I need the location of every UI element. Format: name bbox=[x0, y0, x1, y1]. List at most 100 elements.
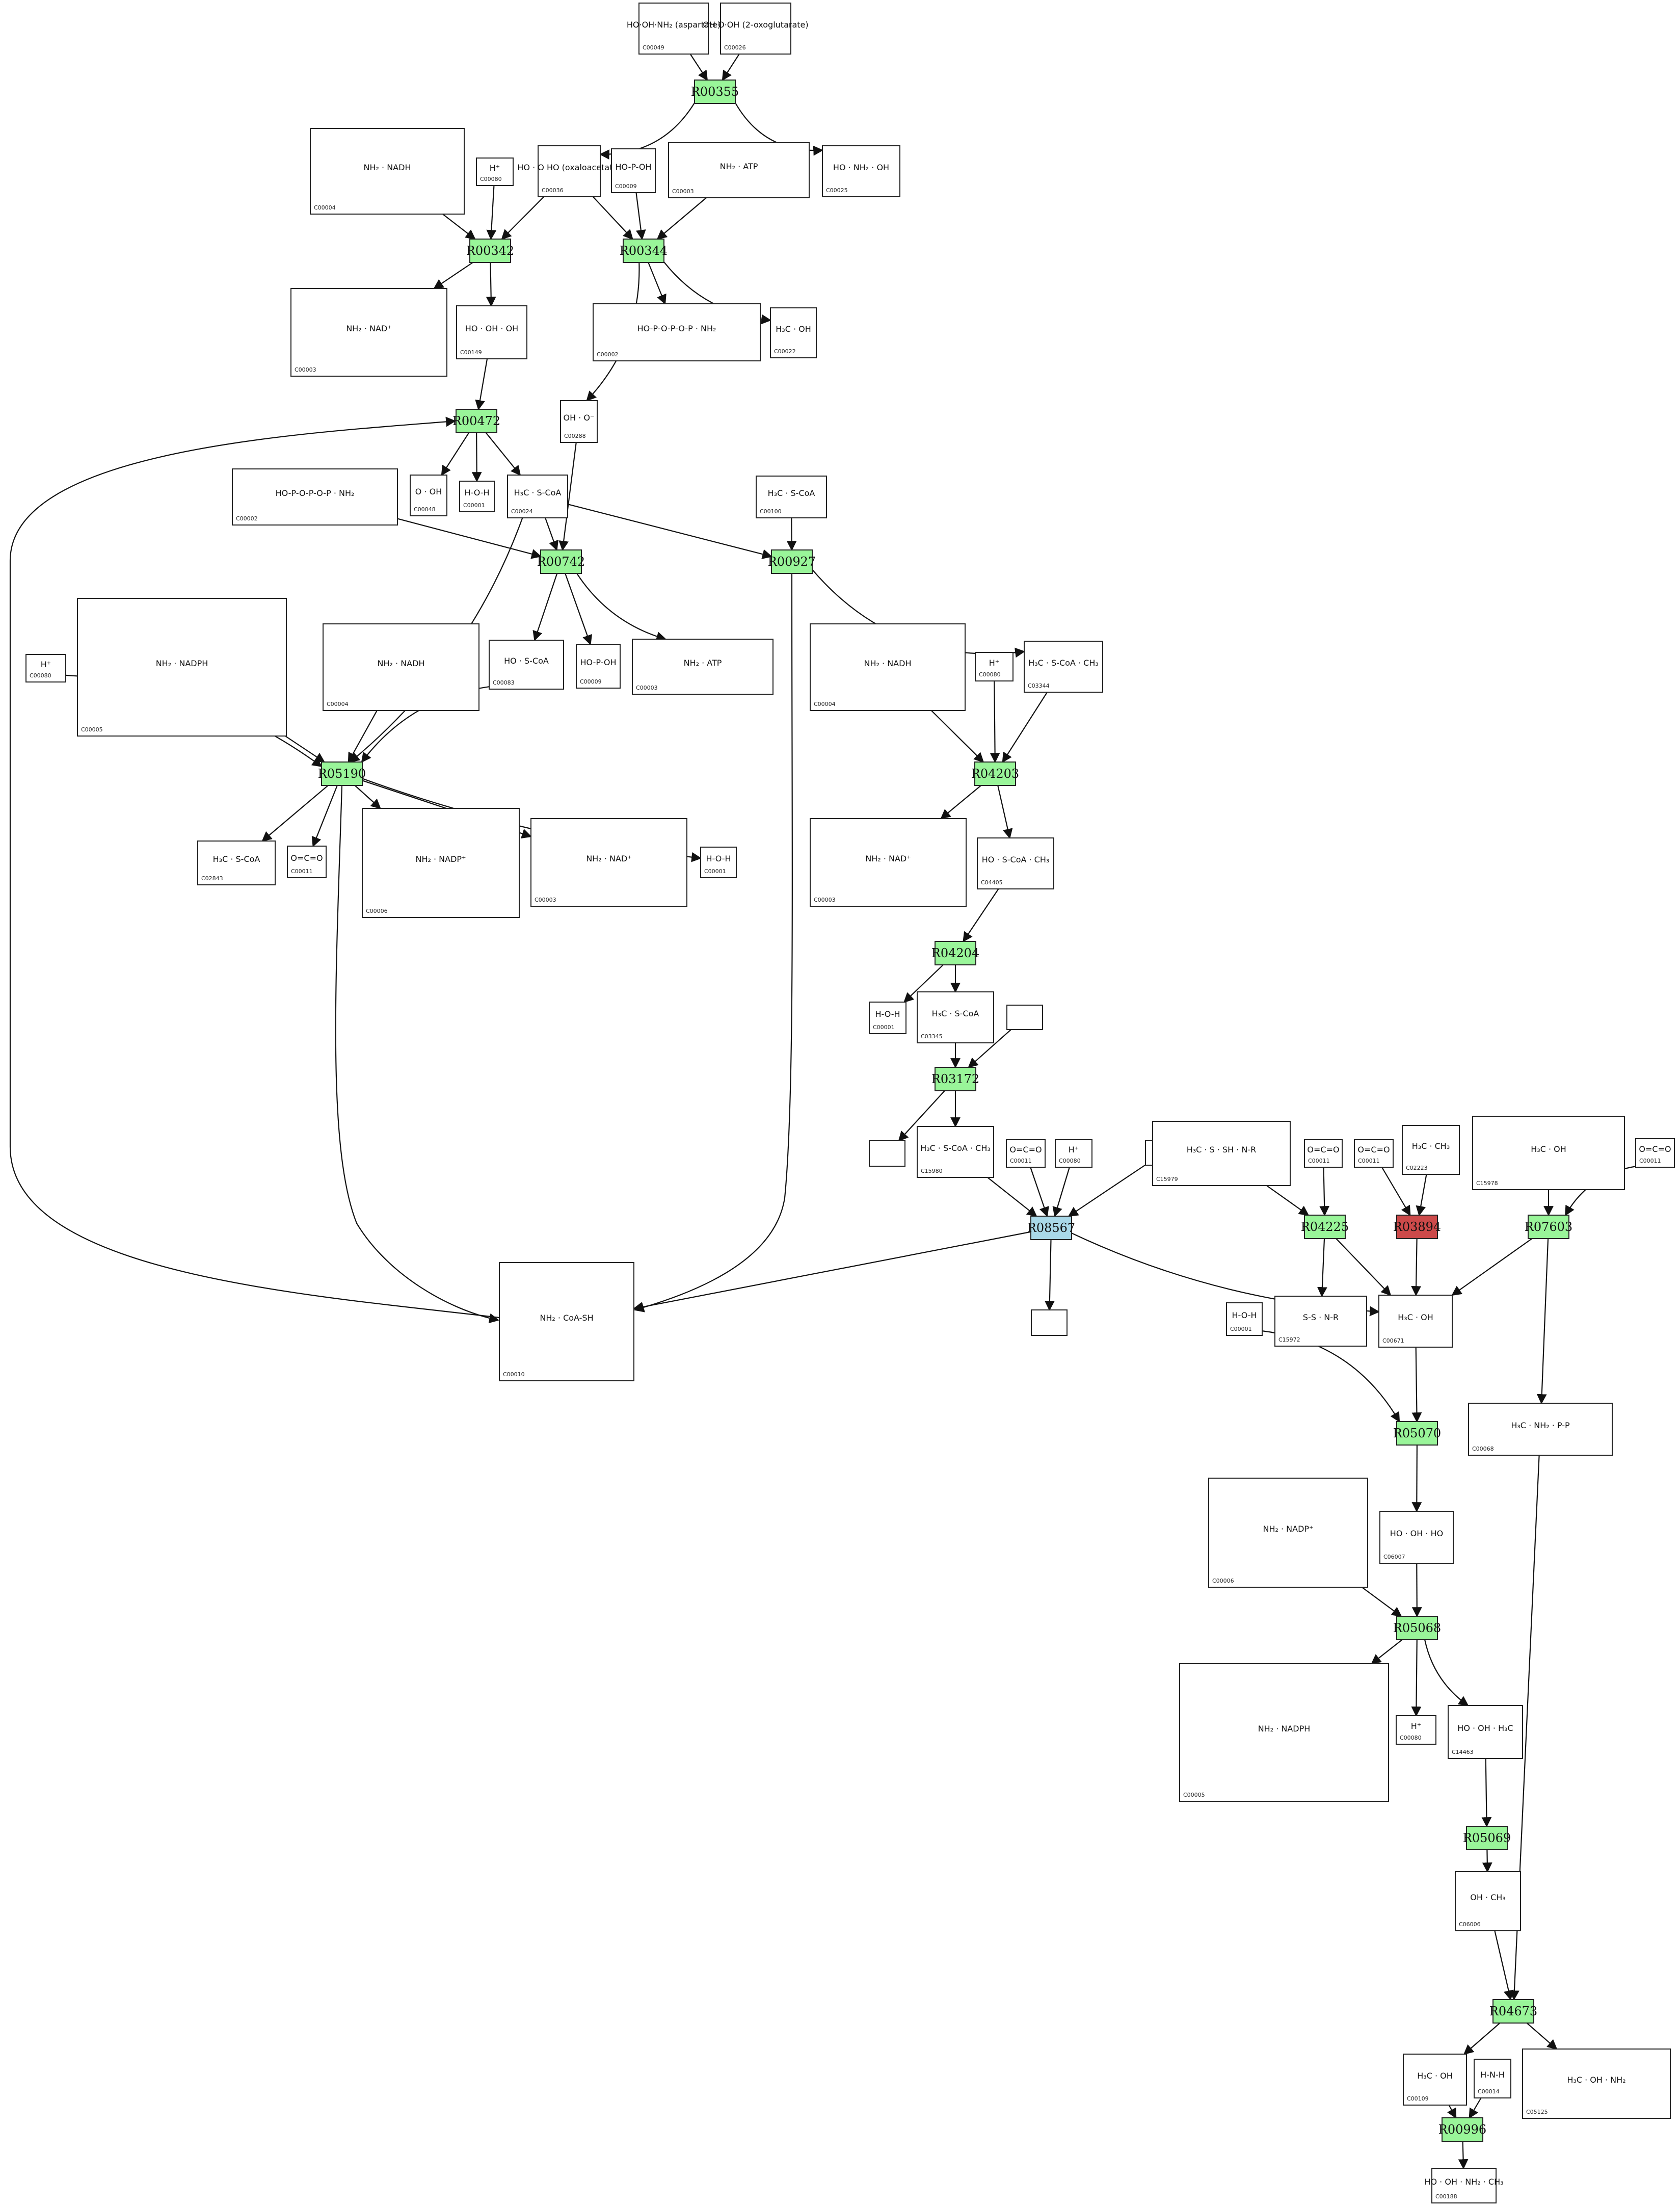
reaction-r00742[interactable]: R00742 bbox=[537, 549, 585, 574]
compound-c00288[interactable]: OH · O⁻C00288 bbox=[560, 400, 598, 443]
reaction-r00355[interactable]: R00355 bbox=[691, 80, 739, 104]
compound-id-label: C00011 bbox=[1308, 1158, 1330, 1164]
compound-c00006_b[interactable]: NH₂ · NADP⁺C00006 bbox=[1208, 1478, 1368, 1588]
reaction-label: R07603 bbox=[1525, 1220, 1572, 1234]
compound-box bbox=[25, 654, 66, 682]
compound-c00049_top[interactable]: HO·OH·NH₂ (aspartate)C00049 bbox=[627, 3, 721, 55]
compound-c00080_b[interactable]: H⁺C00080 bbox=[975, 652, 1014, 681]
reaction-r00996[interactable]: R00996 bbox=[1438, 2117, 1486, 2142]
reaction-r05068[interactable]: R05068 bbox=[1393, 1616, 1441, 1640]
compound-box bbox=[593, 303, 761, 361]
reaction-r04673[interactable]: R04673 bbox=[1489, 1999, 1537, 2024]
reaction-r05069[interactable]: R05069 bbox=[1463, 1826, 1511, 1850]
compound-structure-label: H₃C · OH bbox=[1417, 2071, 1453, 2081]
compound-box bbox=[668, 142, 810, 198]
compound-c00003_c[interactable]: NH₂ · NAD⁺C00003 bbox=[530, 818, 687, 907]
compound-c00003_d[interactable]: NH₂ · NAD⁺C00003 bbox=[810, 818, 967, 907]
compound-c00080_e[interactable]: H⁺C00080 bbox=[1396, 1715, 1436, 1745]
reaction-r03894[interactable]: R03894 bbox=[1393, 1215, 1441, 1239]
compound-structure-label: NH₂ · NADH bbox=[364, 163, 411, 172]
compound-c00026_top[interactable]: OH·O·OH (2-oxoglutarate)C00026 bbox=[703, 3, 809, 55]
compound-box bbox=[1304, 1139, 1343, 1168]
reaction-r00927[interactable]: R00927 bbox=[768, 549, 816, 574]
reaction-r00342[interactable]: R00342 bbox=[466, 239, 514, 263]
compound-box bbox=[290, 288, 447, 377]
compound-c00036[interactable]: HO · O HO (oxaloacetate)C00036 bbox=[517, 145, 621, 197]
compound-box bbox=[1396, 1715, 1436, 1745]
reaction-r04225[interactable]: R04225 bbox=[1301, 1215, 1349, 1239]
compound-structure-label: OH · O⁻ bbox=[564, 413, 595, 423]
compound-box bbox=[770, 307, 817, 358]
compound-structure-label: H-O-H bbox=[464, 488, 489, 497]
edge-R04673-to-c05125 bbox=[1526, 2023, 1558, 2050]
reaction-r04203[interactable]: R04203 bbox=[971, 761, 1019, 786]
compound-c00080_d[interactable]: H⁺C00080 bbox=[1055, 1139, 1092, 1168]
reaction-r00472[interactable]: R00472 bbox=[452, 409, 500, 433]
compound-c00003_a[interactable]: NH₂ · NAD⁺C00003 bbox=[290, 288, 447, 377]
compound-box bbox=[1179, 1663, 1389, 1802]
compound-box bbox=[1431, 2168, 1497, 2203]
reaction-r05070[interactable]: R05070 bbox=[1393, 1421, 1441, 1446]
reaction-r03172[interactable]: R03172 bbox=[931, 1067, 979, 1091]
reaction-r00344[interactable]: R00344 bbox=[620, 239, 668, 263]
compound-blank_b[interactable] bbox=[869, 1140, 905, 1167]
reaction-r08567[interactable]: R08567 bbox=[1027, 1216, 1075, 1240]
compound-c00080_a[interactable]: H⁺C00080 bbox=[476, 157, 514, 186]
compound-c00006_a[interactable]: NH₂ · NADP⁺C00006 bbox=[362, 808, 520, 918]
reaction-r04204[interactable]: R04204 bbox=[931, 941, 979, 965]
compound-c00080_c[interactable]: H⁺C00080 bbox=[25, 654, 66, 682]
compound-blank_a[interactable] bbox=[1006, 1005, 1043, 1030]
reaction-r07603[interactable]: R07603 bbox=[1525, 1215, 1572, 1239]
edge-c00080_a-to-R00342 bbox=[486, 185, 497, 240]
compound-blank_d[interactable] bbox=[1031, 1309, 1068, 1336]
compound-id-label: C00014 bbox=[1478, 2088, 1500, 2095]
reaction-r05190[interactable]: R05190 bbox=[318, 761, 366, 786]
